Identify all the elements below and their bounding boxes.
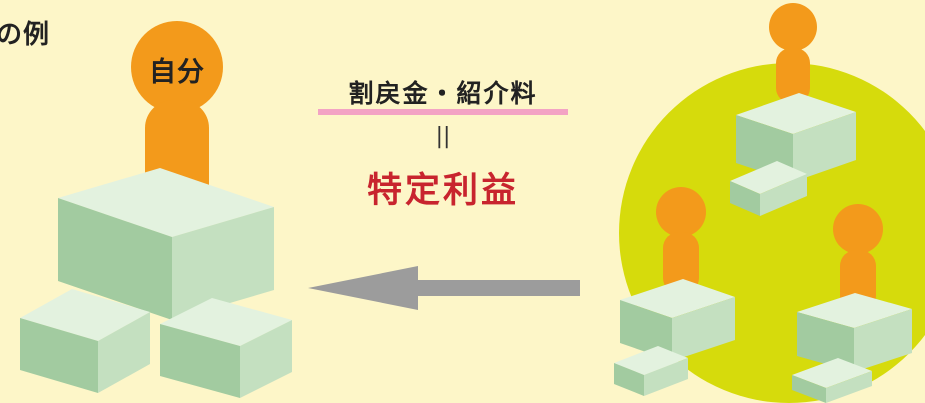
diagram-heading: の例 — [0, 20, 51, 50]
self-box-bottom-left — [20, 289, 150, 393]
self-box-bottom-right — [160, 298, 292, 398]
group-box-left-large — [620, 279, 735, 361]
group-person-top — [769, 3, 817, 103]
group-box-right-small — [792, 358, 872, 403]
rebate-underline — [318, 109, 568, 115]
self-box-large — [58, 168, 274, 320]
profit-label: 特定利益 — [366, 171, 519, 211]
rebate-label: 割戻金・紹介料 — [348, 79, 538, 108]
group-person-left — [656, 187, 706, 294]
group-box-top-small — [730, 161, 807, 216]
group-box-top-large — [736, 93, 856, 182]
self-label: 自分 — [149, 57, 205, 88]
flow-arrow — [308, 266, 580, 310]
group-box-left-small — [614, 346, 688, 396]
equals-sign: || — [435, 124, 451, 149]
group-box-right-large — [797, 293, 912, 372]
